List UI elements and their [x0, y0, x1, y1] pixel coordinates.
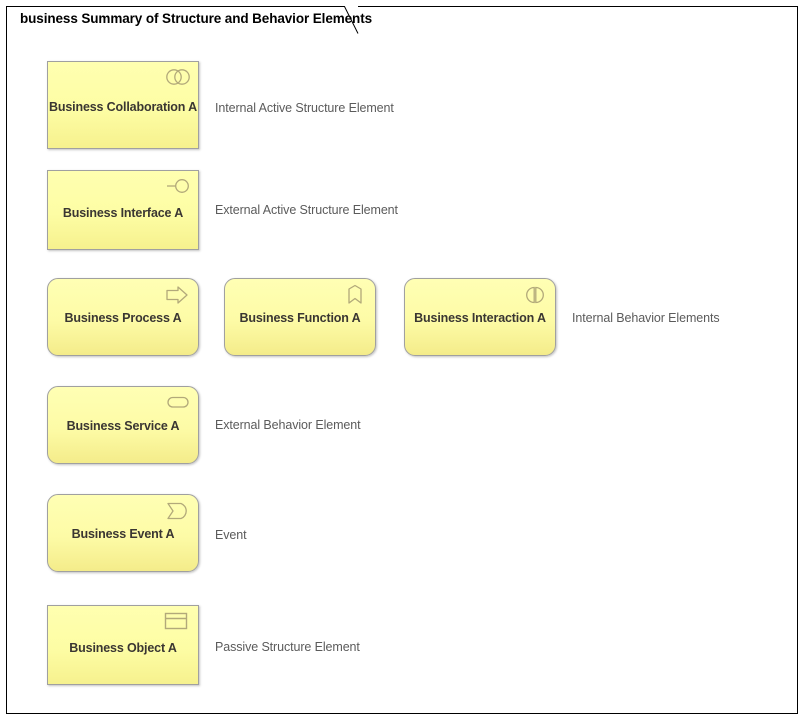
element-label: Business Collaboration A: [48, 100, 198, 114]
object-rectangle-icon: [163, 611, 189, 633]
lollipop-interface-icon: [165, 177, 191, 199]
element-label: Business Interface A: [62, 206, 184, 220]
element-business-process-a[interactable]: Business Process A: [47, 278, 199, 356]
annotation-internal-active-structure: Internal Active Structure Element: [215, 101, 394, 115]
diagram-title-tab[interactable]: business Summary of Structure and Behavi…: [6, 6, 372, 34]
element-label: Business Service A: [66, 419, 180, 433]
annotation-external-active-structure: External Active Structure Element: [215, 203, 398, 217]
rounded-pill-icon: [165, 393, 191, 415]
event-flag-icon: [165, 501, 191, 523]
right-arrow-icon: [165, 285, 191, 307]
element-label: Business Event A: [71, 527, 175, 541]
element-label: Business Interaction A: [414, 311, 546, 325]
element-business-function-a[interactable]: Business Function A: [224, 278, 376, 356]
element-label: Business Process A: [64, 311, 182, 325]
element-label: Business Object A: [69, 641, 177, 655]
element-business-object-a[interactable]: Business Object A: [47, 605, 199, 685]
annotation-external-behavior: External Behavior Element: [215, 418, 361, 432]
two-overlapping-circles-icon: [165, 68, 191, 90]
function-chevron-icon: [342, 284, 368, 307]
element-label: Business Function A: [239, 311, 361, 325]
two-half-circles-icon: [522, 285, 548, 307]
title-tab-outline-icon: [6, 6, 359, 34]
element-business-collaboration-a[interactable]: Business Collaboration A: [47, 61, 199, 149]
element-business-service-a[interactable]: Business Service A: [47, 386, 199, 464]
diagram-title: business Summary of Structure and Behavi…: [20, 11, 373, 26]
annotation-passive-structure: Passive Structure Element: [215, 640, 360, 654]
annotation-internal-behavior: Internal Behavior Elements: [572, 311, 720, 325]
element-business-event-a[interactable]: Business Event A: [47, 494, 199, 572]
element-business-interaction-a[interactable]: Business Interaction A: [404, 278, 556, 356]
element-business-interface-a[interactable]: Business Interface A: [47, 170, 199, 250]
annotation-event: Event: [215, 528, 247, 542]
